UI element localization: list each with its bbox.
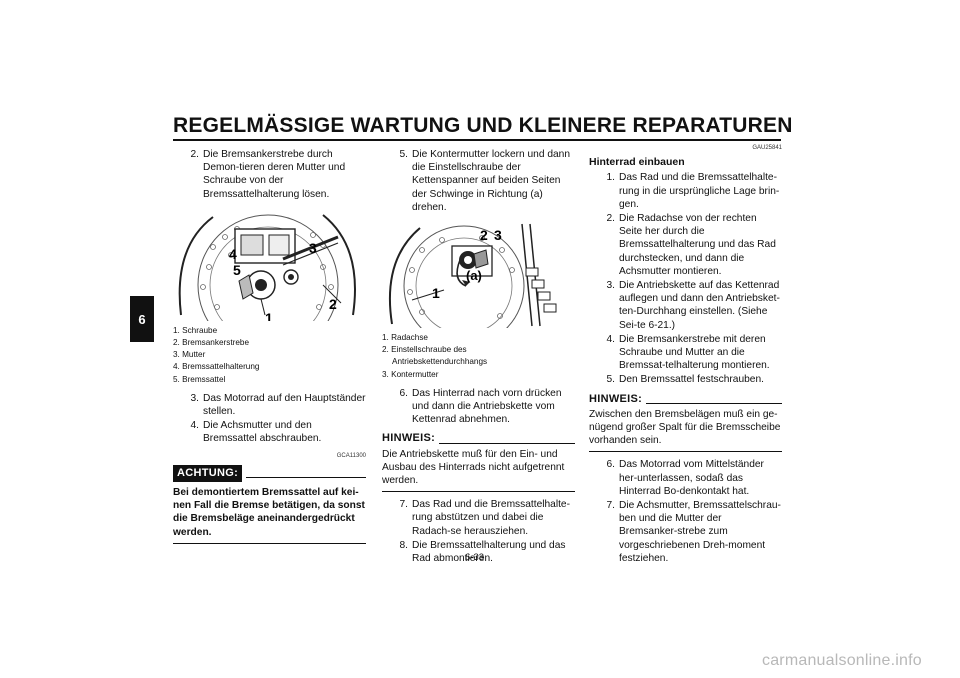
figure-label-5: 5 bbox=[233, 262, 241, 278]
chain-adjuster-illustration: 2 3 (a) 1 bbox=[388, 223, 557, 329]
hinweis-text: Die Antriebskette muß für den Ein- und A… bbox=[382, 448, 565, 487]
step-number: 1. bbox=[606, 172, 616, 184]
figure-caption: 1. Radachse 2. Einstellschraube des Antr… bbox=[382, 332, 575, 381]
step-text: Das Rad und die Bremssattelhalte-rung in… bbox=[619, 172, 780, 210]
step-text: Die Bremsankerstrebe durch Demon-tieren … bbox=[203, 149, 346, 200]
step-text: Das Rad und die Bremssattelhalte-rung ab… bbox=[412, 499, 570, 537]
column-1: 2. Die Bremsankerstrebe durch Demon-tier… bbox=[173, 148, 366, 545]
achtung-label: ACHTUNG: bbox=[173, 464, 243, 483]
step-number: 4. bbox=[606, 333, 616, 345]
step-number: 7. bbox=[399, 499, 409, 511]
step-text: Die Antriebskette auf das Kettenrad aufl… bbox=[619, 280, 780, 331]
step-item: 1. Das Rad und die Bremssattelhalte-rung… bbox=[589, 171, 782, 211]
step-text: Die Kontermutter lockern und dann die Ei… bbox=[412, 149, 570, 213]
page-number: 6-33 bbox=[465, 552, 485, 563]
warning-text: Bei demontiertem Bremssattel auf kei-nen… bbox=[173, 487, 365, 538]
caption-item: 3. Kontermutter bbox=[382, 369, 439, 379]
brake-caliper-illustration: 4 5 3 2 1 bbox=[178, 214, 356, 321]
step-text: Den Bremssattel festschrauben. bbox=[619, 374, 764, 386]
step-item: 2. Die Radachse von der rechten Seite he… bbox=[589, 212, 782, 278]
step-number: 2. bbox=[190, 149, 200, 160]
hinweis-rule bbox=[439, 442, 575, 444]
step-item: 4. Die Bremsankerstrebe mit deren Schrau… bbox=[589, 333, 782, 373]
step-item: 2. Die Bremsankerstrebe durch Demon-tier… bbox=[173, 148, 366, 201]
hinweis-text: Zwischen den Bremsbelägen muß ein ge-nüg… bbox=[589, 408, 781, 447]
step-item: 6. Das Motorrad vom Mittelständer her-un… bbox=[589, 458, 782, 498]
step-item: 6. Das Hinterrad nach vorn drücken und d… bbox=[382, 387, 575, 427]
hinweis-rule bbox=[646, 402, 782, 404]
step-text: Das Hinterrad nach vorn drücken und dann… bbox=[412, 387, 562, 426]
figure-label-1: 1 bbox=[432, 285, 440, 301]
step-text: Die Achsmutter und den Bremssattel absch… bbox=[203, 420, 322, 445]
caption-item: 2. Bremsankerstrebe bbox=[173, 338, 249, 348]
notice-rule bbox=[246, 476, 366, 478]
step-text: Die Bremsankerstrebe mit deren Schraube … bbox=[619, 333, 770, 372]
step-number: 6. bbox=[606, 459, 616, 471]
step-text: Die Achsmutter, Bremssattelschrau-ben un… bbox=[619, 500, 781, 564]
caption-item: 1. Radachse bbox=[382, 333, 428, 343]
step-number: 5. bbox=[399, 149, 409, 160]
caption-item: 4. Bremssattelhalterung bbox=[173, 362, 260, 372]
step-text: Die Radachse von der rechten Seite her d… bbox=[619, 213, 776, 277]
hinweis-end-rule bbox=[382, 491, 575, 493]
figure-brake-caliper: 4 5 3 2 1 bbox=[173, 207, 366, 321]
step-item: 8. Die Bremssattelhalterung und das Rad … bbox=[382, 539, 575, 565]
step-text: Die Bremssattelhalterung und das Rad abm… bbox=[412, 539, 566, 565]
step-item: 4. Die Achsmutter und den Bremssattel ab… bbox=[173, 419, 366, 445]
step-item: 5. Den Bremssattel festschrauben. bbox=[589, 373, 782, 386]
step-number: 4. bbox=[190, 420, 200, 432]
notice-end-rule bbox=[173, 542, 366, 545]
achtung-notice: GCA11300 ACHTUNG: Bei demontiertem Brems… bbox=[173, 450, 366, 545]
figure-label-4: 4 bbox=[229, 246, 237, 262]
hinweis-label: HINWEIS: bbox=[382, 432, 436, 445]
step-item: 3. Das Motorrad auf den Hauptständer ste… bbox=[173, 392, 366, 418]
hinweis-header: HINWEIS: bbox=[589, 393, 782, 406]
step-text: Das Motorrad vom Mittelständer her-unter… bbox=[619, 459, 764, 497]
hinweis-header: HINWEIS: bbox=[382, 432, 575, 445]
section-code: GAU25841 bbox=[752, 145, 782, 151]
section-title: Hinterrad einbauen bbox=[589, 156, 685, 169]
caption-item: 3. Mutter bbox=[173, 350, 206, 360]
figure-label-3: 3 bbox=[309, 240, 317, 256]
column-3: GAU25841 Hinterrad einbauen 1. Das Rad u… bbox=[589, 145, 782, 566]
step-number: 3. bbox=[190, 392, 200, 404]
step-number: 5. bbox=[606, 374, 616, 386]
step-number: 6. bbox=[399, 387, 409, 399]
hinweis-end-rule bbox=[589, 451, 782, 453]
caption-item: 2. Einstellschraube des bbox=[382, 345, 467, 355]
column-2: 5. Die Kontermutter lockern und dann die… bbox=[382, 148, 575, 566]
figure-label-2: 2 bbox=[329, 296, 337, 312]
step-number: 8. bbox=[399, 539, 409, 551]
step-item: 3. Die Antriebskette auf das Kettenrad a… bbox=[589, 279, 782, 332]
step-number: 7. bbox=[606, 500, 616, 512]
step-number: 2. bbox=[606, 213, 616, 225]
figure-label-2: 2 bbox=[480, 227, 488, 243]
step-number: 3. bbox=[606, 280, 616, 292]
figure-label-3: 3 bbox=[494, 227, 502, 243]
step-item: 5. Die Kontermutter lockern und dann die… bbox=[382, 148, 575, 214]
caption-item: Antriebskettendurchhangs bbox=[392, 357, 488, 367]
figure-caption: 1. Schraube 2. Bremsankerstrebe 3. Mutte… bbox=[173, 325, 366, 386]
step-text: Das Motorrad auf den Hauptständer stelle… bbox=[203, 392, 366, 418]
figure-chain-adjuster: 2 3 (a) 1 bbox=[382, 220, 575, 329]
step-item: 7. Das Rad und die Bremssattelhalte-rung… bbox=[382, 498, 575, 538]
page-title: REGELMÄSSIGE WARTUNG UND KLEINERE REPARA… bbox=[173, 114, 793, 137]
notice-code: GCA11300 bbox=[336, 452, 366, 459]
caption-item: 1. Schraube bbox=[173, 325, 218, 335]
chapter-tab[interactable]: 6 bbox=[130, 296, 154, 342]
hinweis-label: HINWEIS: bbox=[589, 392, 643, 405]
figure-label-a: (a) bbox=[466, 268, 482, 283]
caption-item: 5. Bremssattel bbox=[173, 374, 226, 384]
header-rule bbox=[173, 139, 781, 141]
watermark-link[interactable]: carmanualsonline.info bbox=[762, 652, 922, 669]
figure-label-1: 1 bbox=[265, 310, 273, 321]
step-item: 7. Die Achsmutter, Bremssattelschrau-ben… bbox=[589, 499, 782, 565]
